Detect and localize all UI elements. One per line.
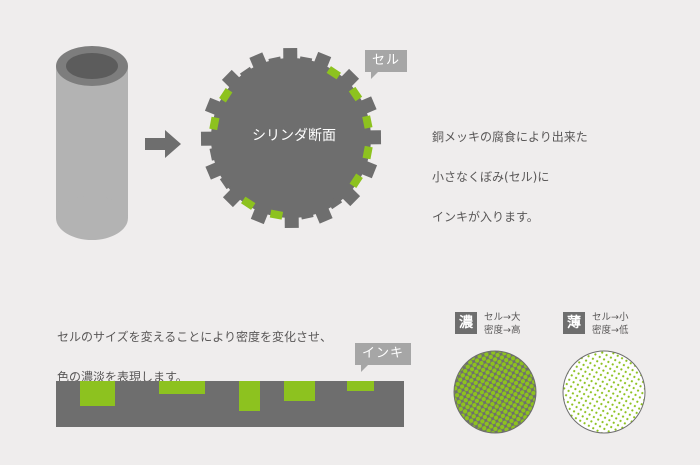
dark-density-note: 密度→高	[484, 325, 521, 336]
gear-tooth	[366, 130, 382, 145]
gear-cell	[268, 56, 282, 67]
gear-tooth	[283, 47, 298, 63]
ink-cell	[80, 381, 115, 406]
ink-cell	[239, 381, 260, 411]
gear-cell	[219, 174, 234, 190]
gear-cell	[349, 173, 363, 188]
top-description-line: 銅メッキの腐食により出来た	[432, 130, 588, 144]
right-arrow-icon	[145, 130, 181, 158]
bottom-description: セルのサイズを変えることにより密度を変化させ、 色の濃淡を表現します。	[57, 307, 417, 407]
dark-kanji-badge: 濃	[455, 312, 477, 334]
gear-cell	[300, 209, 314, 220]
gear-tooth	[250, 205, 270, 225]
top-description: 銅メッキの腐食により出来た 小さなくぼみ(セル)に インキが入ります。	[432, 107, 692, 247]
cylinder-section-gear	[200, 47, 382, 229]
gear-cell	[326, 66, 341, 80]
dark-cell-note: セル→大	[484, 312, 521, 323]
gear-cell	[209, 147, 220, 161]
gear-tooth	[314, 205, 333, 224]
dark-dot-circle	[453, 350, 537, 434]
gear-tooth	[200, 131, 216, 146]
ink-tag: インキ	[355, 343, 412, 372]
gear-tooth	[205, 161, 224, 180]
ink-strip	[56, 381, 404, 427]
gear-tooth	[249, 52, 268, 71]
gear-cell	[269, 209, 284, 220]
top-description-line: インキが入ります。	[432, 210, 539, 224]
ink-cell	[284, 381, 315, 401]
section-label: シリンダ断面	[252, 128, 336, 144]
gear-cell	[209, 116, 220, 131]
gear-cell	[219, 88, 233, 103]
gear-cell	[327, 195, 343, 210]
light-dot-circle	[562, 350, 646, 434]
gear-cell	[298, 56, 313, 67]
bottom-description-line: セルのサイズを変えることにより密度を変化させ、	[57, 330, 333, 344]
gear-tooth	[339, 68, 360, 89]
bottom-description-line: 色の濃淡を表現します。	[57, 370, 188, 384]
gear-tooth	[204, 97, 224, 117]
light-kanji-badge: 薄	[563, 312, 585, 334]
cylinder-illustration	[56, 46, 128, 240]
gear-cell	[239, 66, 255, 81]
gear-tooth	[312, 51, 332, 71]
light-density-note: 密度→低	[592, 325, 629, 336]
light-cell-note: セル→小	[592, 312, 629, 323]
ink-cell	[347, 381, 374, 391]
gear-tooth	[340, 186, 361, 207]
gear-tooth	[284, 213, 299, 229]
gear-tooth	[358, 96, 377, 115]
gear-cell	[362, 145, 373, 160]
cell-tag: セル	[365, 50, 408, 79]
gear-cell	[348, 86, 363, 102]
gear-tooth	[222, 187, 243, 208]
gear-tooth	[221, 69, 242, 90]
gear-tooth	[358, 159, 378, 179]
top-description-line: 小さなくぼみ(セル)に	[432, 170, 550, 184]
gear-cell	[362, 115, 373, 129]
ink-cell	[159, 381, 205, 394]
gear-cell	[241, 196, 256, 210]
